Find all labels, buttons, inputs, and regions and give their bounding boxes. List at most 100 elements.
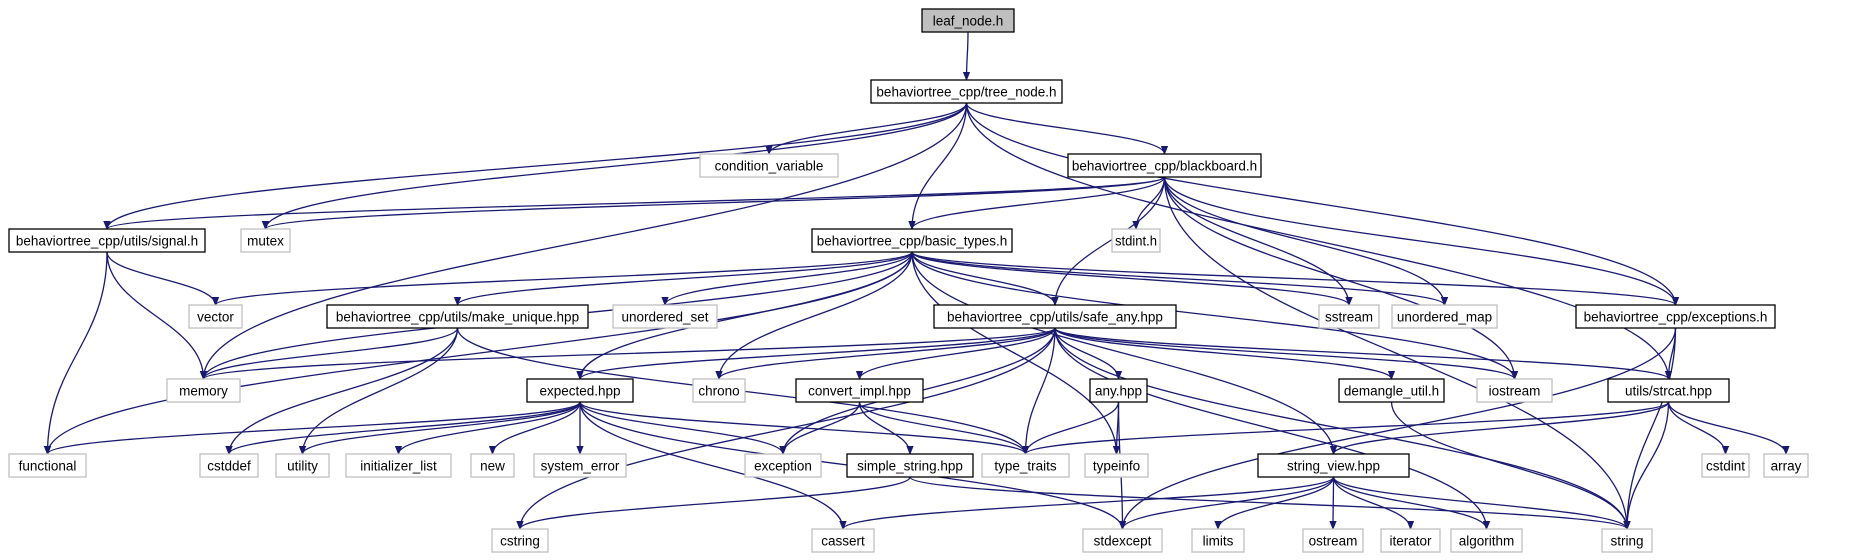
- node-label: mutex: [247, 234, 284, 249]
- node-label: cstring: [500, 534, 540, 549]
- node-algorithm: algorithm: [1450, 528, 1523, 553]
- edge-bb-to-iostream: [1163, 176, 1515, 379]
- node-box: [1318, 304, 1380, 329]
- edge-bb-to-exc: [1163, 176, 1676, 306]
- node-behaviortree-cpp-utils-safe-any-hpp[interactable]: behaviortree_cpp/utils/safe_any.hpp: [933, 304, 1177, 329]
- node-string: string: [1601, 528, 1653, 553]
- edge-expected-to-cstddef: [229, 401, 581, 455]
- edge-strview-to-string: [1332, 476, 1628, 530]
- node-iostream: iostream: [1476, 378, 1553, 403]
- edge-simple-to-string: [909, 476, 1627, 530]
- node-label: simple_string.hpp: [857, 459, 963, 474]
- node-box: [921, 8, 1015, 33]
- node-box: [1701, 453, 1750, 478]
- node-new: new: [470, 453, 515, 478]
- node-label: unordered_set: [621, 310, 708, 325]
- node-memory: memory: [166, 378, 241, 403]
- node-functional: functional: [8, 453, 87, 478]
- edge-safe-to-cstring: [520, 327, 1056, 529]
- node-cassert: cassert: [811, 528, 875, 553]
- edge-makeu-to-utility: [303, 327, 459, 454]
- node-label: behaviortree_cpp/utils/safe_any.hpp: [947, 310, 1163, 325]
- node-behaviortree-cpp-utils-make-unique-hpp[interactable]: behaviortree_cpp/utils/make_unique.hpp: [326, 304, 589, 329]
- node-exception: exception: [744, 453, 822, 478]
- edge-basic-to-vector: [216, 251, 913, 306]
- node-label: demangle_util.h: [1344, 384, 1439, 399]
- edge-strview-to-stdexcept: [1123, 476, 1335, 530]
- edge-any-to-typetraits: [1026, 401, 1120, 455]
- edge-basic-to-safe: [911, 251, 1055, 306]
- node-behaviortree-cpp-blackboard-h[interactable]: behaviortree_cpp/blackboard.h: [1067, 153, 1262, 178]
- node-box: [1476, 378, 1553, 403]
- node-utils-strcat-hpp[interactable]: utils/strcat.hpp: [1607, 378, 1730, 403]
- node-box: [1067, 153, 1262, 178]
- edge-bb-to-signal: [107, 176, 1166, 230]
- node-box: [981, 453, 1070, 478]
- node-behaviortree-cpp-tree-node-h[interactable]: behaviortree_cpp/tree_node.h: [870, 79, 1063, 104]
- node-box: [8, 228, 206, 253]
- node-box: [1380, 528, 1441, 553]
- edge-layer: [48, 31, 1787, 530]
- node-box: [188, 304, 243, 329]
- edge-tree-to-memory: [204, 102, 968, 379]
- edge-makeu-to-memory: [204, 327, 459, 380]
- edge-safe-to-chrono: [719, 327, 1056, 380]
- node-box: [1302, 528, 1364, 553]
- node-label: string_view.hpp: [1287, 459, 1380, 474]
- node-label: ostream: [1309, 534, 1358, 549]
- node-label: behaviortree_cpp/tree_node.h: [876, 85, 1056, 100]
- edge-safe-to-convert: [860, 327, 1056, 380]
- node-behaviortree-cpp-basic-types-h[interactable]: behaviortree_cpp/basic_types.h: [811, 228, 1013, 253]
- edge-basic-to-strview: [911, 251, 1334, 454]
- edge-strview-to-limits: [1218, 476, 1335, 530]
- node-array: array: [1763, 453, 1809, 478]
- node-leaf-node-h[interactable]: leaf_node.h: [921, 8, 1015, 33]
- node-utility: utility: [275, 453, 330, 478]
- node-label: stdint.h: [1115, 234, 1157, 249]
- node-box: [470, 453, 515, 478]
- node-label: cstdint: [1706, 459, 1745, 474]
- node-label: sstream: [1325, 310, 1373, 325]
- node-behaviortree-cpp-exceptions-h[interactable]: behaviortree_cpp/exceptions.h: [1575, 304, 1776, 329]
- node-label: cassert: [821, 534, 865, 549]
- node-box: [1257, 453, 1410, 478]
- edge-convert-to-simple: [858, 401, 911, 455]
- node-demangle-util-h[interactable]: demangle_util.h: [1338, 378, 1445, 403]
- node-unordered-set: unordered_set: [612, 304, 718, 329]
- edge-basic-to-iostream: [911, 251, 1515, 380]
- node-label: system_error: [541, 459, 620, 474]
- node-box: [1084, 453, 1149, 478]
- node-label: typeinfo: [1093, 459, 1140, 474]
- edge-tree-to-bb: [965, 102, 1165, 155]
- node-box: [612, 304, 718, 329]
- node-type-traits: type_traits: [981, 453, 1070, 478]
- node-label: convert_impl.hpp: [808, 384, 911, 399]
- edge-exc-to-stdexcept: [1123, 327, 1677, 529]
- node-label: expected.hpp: [539, 384, 620, 399]
- node-label: initializer_list: [360, 459, 437, 474]
- node-box: [1191, 528, 1245, 553]
- edge-strview-to-ostream: [1333, 476, 1334, 529]
- node-label: algorithm: [1459, 534, 1515, 549]
- node-box: [491, 528, 549, 553]
- node-behaviortree-cpp-utils-signal-h[interactable]: behaviortree_cpp/utils/signal.h: [8, 228, 206, 253]
- edge-demangle-to-string: [1390, 401, 1628, 529]
- node-system-error: system_error: [533, 453, 627, 478]
- node-string-view-hpp[interactable]: string_view.hpp: [1257, 453, 1410, 478]
- node-simple-string-hpp[interactable]: simple_string.hpp: [846, 453, 974, 478]
- node-box: [240, 228, 291, 253]
- node-label: behaviortree_cpp/basic_types.h: [817, 234, 1008, 249]
- edge-safe-to-expected: [580, 327, 1056, 380]
- node-expected-hpp[interactable]: expected.hpp: [526, 378, 634, 403]
- edge-signal-to-functional: [48, 251, 108, 454]
- node-convert-impl-hpp[interactable]: convert_impl.hpp: [795, 378, 924, 403]
- edge-expected-to-utility: [303, 401, 581, 455]
- node-any-hpp[interactable]: any.hpp: [1089, 378, 1148, 403]
- edge-basic-to-sstream: [911, 251, 1349, 306]
- edge-convert-to-typetraits: [858, 401, 1026, 455]
- node-box: [1607, 378, 1730, 403]
- node-limits: limits: [1191, 528, 1245, 553]
- edge-basic-to-typeinfo: [911, 251, 1117, 454]
- node-label: string: [1610, 534, 1643, 549]
- node-label: any.hpp: [1095, 384, 1142, 399]
